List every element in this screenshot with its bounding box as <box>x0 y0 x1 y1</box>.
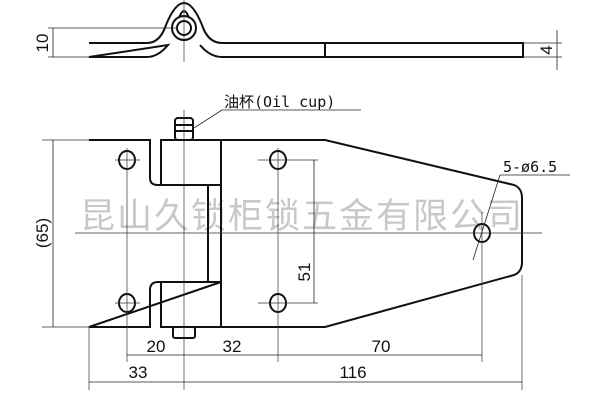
dim-33: 33 <box>129 363 148 382</box>
watermark: 昆山久锁柜锁五金有限公司 <box>80 197 524 237</box>
dim-65: (65) <box>33 218 52 248</box>
hole-callout: 5-ø6.5 <box>503 158 557 176</box>
front-view: 5-ø6.5 (65) 51 20 32 70 33 116 <box>33 110 570 390</box>
hinge-plate-profile <box>88 1 524 58</box>
dim-51: 51 <box>295 263 314 282</box>
dim-20: 20 <box>147 337 166 356</box>
hole-callout-leader <box>472 174 501 261</box>
right-leaf <box>160 139 523 328</box>
oil-cup-leader <box>193 109 223 129</box>
dim-4: 4 <box>537 45 556 54</box>
dim-116: 116 <box>339 363 366 382</box>
top-view: 10 4 <box>33 0 562 70</box>
center-lines <box>42 110 542 390</box>
dim-32: 32 <box>223 337 242 356</box>
left-leaf <box>88 139 222 328</box>
oil-cup-label: 油杯(Oil cup) <box>224 93 335 111</box>
dim-10: 10 <box>33 34 52 53</box>
dim-70: 70 <box>372 337 391 356</box>
